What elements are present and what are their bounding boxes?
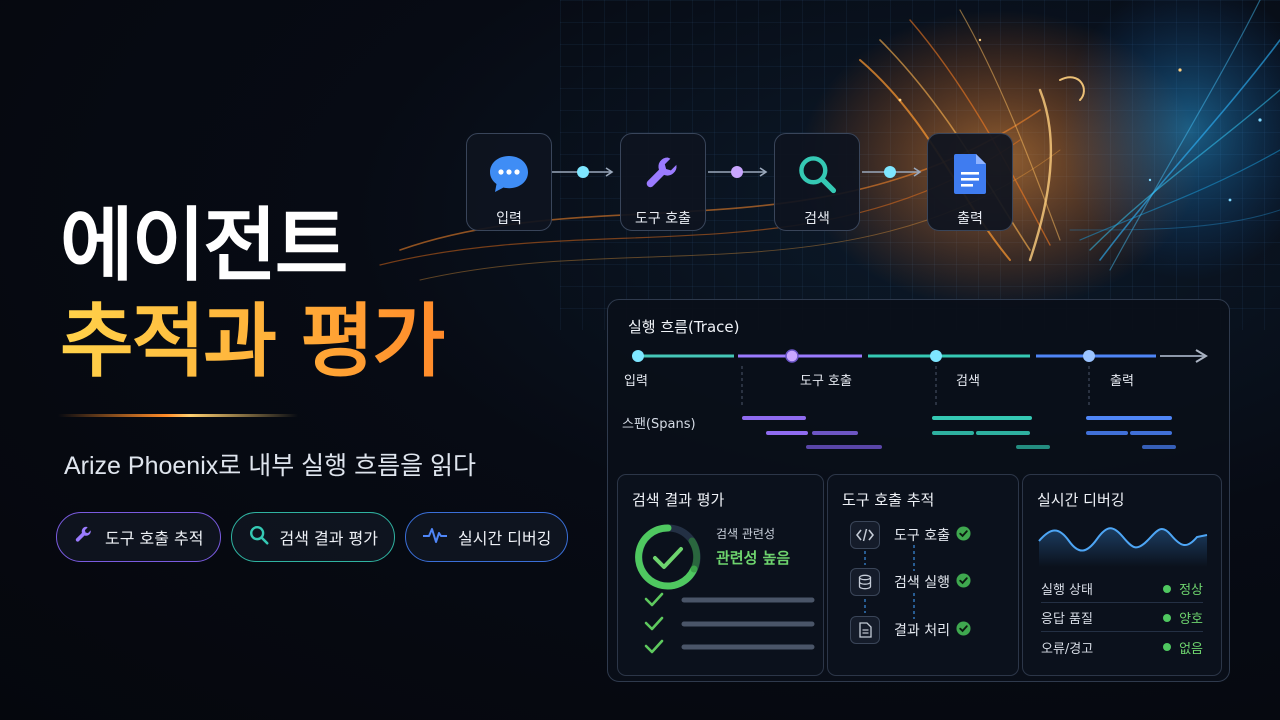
trace-panel: 실행 흐름(Trace) 입력 bbox=[607, 299, 1230, 682]
status-row-execution: 실행 상태 정상 bbox=[1041, 575, 1203, 603]
pill-label: 검색 결과 평가 bbox=[279, 529, 379, 548]
status-key: 응답 품질 bbox=[1041, 612, 1093, 627]
relevance-label: 검색 관련성 bbox=[716, 527, 776, 541]
check-circle-icon bbox=[956, 620, 971, 640]
checklist bbox=[644, 592, 815, 654]
document-icon bbox=[952, 152, 988, 196]
card-title: 도구 호출 추적 bbox=[842, 491, 935, 509]
tool-step-row[interactable]: 검색 실행 bbox=[850, 568, 971, 596]
tool-step-row[interactable]: 결과 처리 bbox=[850, 616, 971, 644]
flow-node-input[interactable]: 입력 bbox=[466, 133, 552, 231]
check-circle-icon bbox=[956, 525, 971, 545]
trace-stage-search: 검색 bbox=[956, 374, 980, 389]
tool-step-label: 검색 실행 bbox=[894, 575, 950, 591]
hero-subtitle: Arize Phoenix로 내부 실행 흐름을 읽다 bbox=[64, 452, 477, 480]
pill-label: 실시간 디버깅 bbox=[458, 529, 552, 548]
status-dot bbox=[1163, 613, 1172, 622]
status-value-text: 정상 bbox=[1179, 583, 1203, 598]
hero-divider bbox=[58, 414, 298, 417]
trace-title: 실행 흐름(Trace) bbox=[628, 318, 740, 336]
status-value: 양호 bbox=[1163, 608, 1203, 627]
feature-pills: 도구 호출 추적 검색 결과 평가 실시간 디버깅 bbox=[56, 512, 569, 562]
status-key: 오류/경고 bbox=[1041, 641, 1094, 657]
database-icon bbox=[850, 568, 880, 596]
search-icon bbox=[795, 152, 839, 196]
status-value: 정상 bbox=[1163, 579, 1203, 598]
spans-label: 스팬(Spans) bbox=[622, 417, 696, 432]
trace-stage-input: 입력 bbox=[624, 374, 648, 389]
relevance-value: 관련성 높음 bbox=[716, 549, 791, 567]
flow-node-label: 입력 bbox=[496, 211, 522, 227]
tool-step-label: 결과 처리 bbox=[894, 623, 950, 639]
card-title: 검색 결과 평가 bbox=[632, 491, 725, 509]
search-icon bbox=[248, 524, 270, 550]
file-icon bbox=[850, 616, 880, 644]
status-row-quality: 응답 품질 양호 bbox=[1041, 604, 1203, 632]
flow-node-label: 도구 호출 bbox=[635, 211, 691, 227]
flow-node-label: 검색 bbox=[804, 211, 830, 227]
code-icon bbox=[850, 521, 880, 549]
trace-stage-output: 출력 bbox=[1110, 374, 1134, 389]
pill-realtime-debug[interactable]: 실시간 디버깅 bbox=[405, 512, 569, 562]
relevance-gauge bbox=[635, 524, 701, 590]
status-value-text: 없음 bbox=[1179, 641, 1203, 657]
tool-step-row[interactable]: 도구 호출 bbox=[850, 521, 971, 549]
hero-title-line2: 추적과 평가 bbox=[60, 295, 446, 388]
flow-node-tool-call[interactable]: 도구 호출 bbox=[620, 133, 706, 231]
trace-stage-tool-call: 도구 호출 bbox=[800, 374, 852, 389]
search-eval-card: 검색 결과 평가 검색 관련성 관련성 높음 bbox=[617, 474, 824, 676]
pill-label: 도구 호출 추적 bbox=[105, 529, 204, 548]
tool-trace-card: 도구 호출 추적 도구 호출 검색 실행 bbox=[827, 474, 1019, 676]
flow-node-label: 출력 bbox=[957, 211, 983, 227]
status-key: 실행 상태 bbox=[1041, 583, 1093, 598]
status-value: 없음 bbox=[1163, 638, 1203, 657]
status-value-text: 양호 bbox=[1179, 612, 1203, 627]
realtime-debug-card: 실시간 디버깅 실행 상태 정상 응답 품질 양호 오류/경고 없음 bbox=[1022, 474, 1222, 676]
status-dot bbox=[1163, 584, 1172, 593]
flow-node-output[interactable]: 출력 bbox=[927, 133, 1013, 231]
hero-title-line1: 에이전트 bbox=[60, 199, 348, 292]
check-circle-icon bbox=[956, 572, 971, 592]
tool-step-label: 도구 호출 bbox=[894, 528, 950, 544]
status-row-errors: 오류/경고 없음 bbox=[1041, 633, 1203, 661]
card-title: 실시간 디버깅 bbox=[1037, 491, 1125, 509]
pulse-icon bbox=[422, 524, 448, 550]
wrench-icon bbox=[641, 152, 685, 196]
pill-search-eval[interactable]: 검색 결과 평가 bbox=[230, 512, 395, 562]
flow-node-search[interactable]: 검색 bbox=[774, 133, 860, 231]
activity-waveform bbox=[1038, 527, 1208, 567]
pill-tool-tracing[interactable]: 도구 호출 추적 bbox=[56, 512, 221, 562]
tool-trace-connectors bbox=[864, 545, 915, 619]
chat-bubble-icon bbox=[487, 152, 531, 196]
wrench-icon bbox=[73, 524, 95, 550]
status-dot bbox=[1163, 643, 1172, 651]
trace-timeline bbox=[632, 349, 1208, 449]
